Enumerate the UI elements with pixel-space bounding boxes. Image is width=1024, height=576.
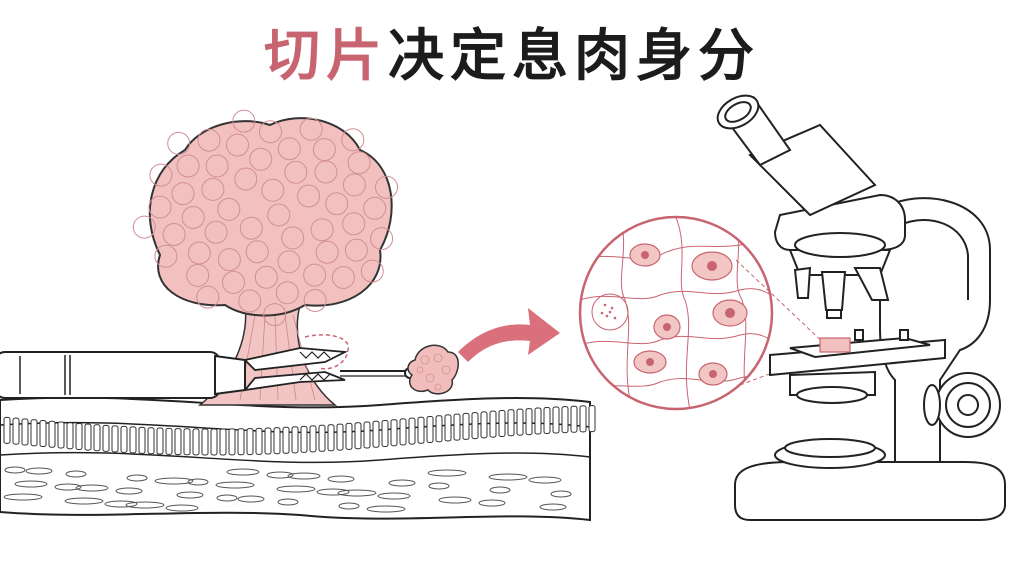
microscope-icon [716, 94, 1006, 521]
page-title: 切片决定息肉身分 [0, 22, 1024, 92]
tissue-sample-icon [407, 344, 459, 395]
intestinal-wall [0, 396, 596, 522]
biopsy-forceps-icon [0, 334, 416, 399]
title-rest: 决定息肉身分 [388, 24, 760, 89]
arrow-right-icon [458, 308, 560, 362]
polyp-icon [132, 109, 398, 327]
magnified-cells-icon [578, 215, 829, 411]
title-highlight: 切片 [264, 24, 388, 89]
